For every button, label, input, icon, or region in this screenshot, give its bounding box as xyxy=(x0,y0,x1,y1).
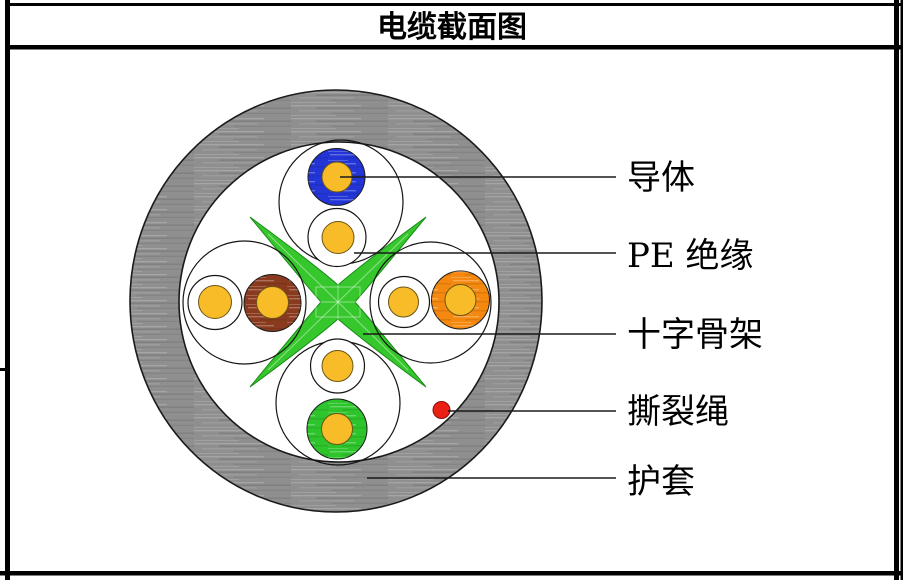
cable-diagram xyxy=(129,89,543,513)
table-border-bottom xyxy=(0,571,903,576)
table-row-tick-left xyxy=(0,368,10,371)
label-conductor: 导体 xyxy=(627,158,695,198)
wire-conductor xyxy=(256,286,289,319)
pair-circle-right xyxy=(369,241,492,364)
table-border-right xyxy=(894,0,899,580)
wire-conductor xyxy=(321,221,355,254)
table-border-top xyxy=(5,3,903,6)
wire-conductor xyxy=(444,284,477,316)
twisted-pair-bottom xyxy=(275,338,401,466)
label-pe-insulation: PE 绝缘 xyxy=(627,236,754,276)
title-row-divider xyxy=(5,45,903,50)
page-edge-right xyxy=(900,0,903,580)
pair-circle-left xyxy=(182,240,307,365)
wire-conductor xyxy=(321,413,353,445)
label-cross-skeleton: 十字骨架 xyxy=(627,315,763,355)
twisted-pair-right xyxy=(369,241,492,364)
label-rip-cord: 撕裂绳 xyxy=(627,392,729,432)
wire-conductor xyxy=(198,285,232,319)
wire-conductor xyxy=(321,350,354,382)
twisted-pair-left xyxy=(182,240,307,365)
table-border-left xyxy=(5,0,10,580)
label-sheath: 护套 xyxy=(627,462,695,502)
rip-cord-dot xyxy=(432,401,451,419)
twisted-pair-top xyxy=(278,139,404,268)
cross-skeleton-fold-lines xyxy=(267,233,409,371)
figure-title: 电缆截面图 xyxy=(377,10,527,45)
wire-conductor xyxy=(388,286,419,318)
leader-lines xyxy=(340,176,616,479)
